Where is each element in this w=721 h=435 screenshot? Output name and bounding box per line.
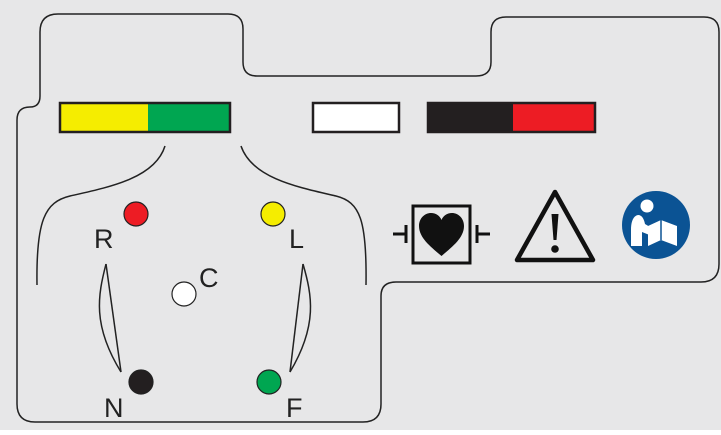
color-bar-red-segment [513,103,595,132]
electrode-n-dot [128,369,154,395]
color-bar-black-red [426,101,597,134]
warning-triangle-icon [514,189,596,263]
torso-left-shoulder [36,145,166,286]
label-outline [16,13,720,423]
electrode-l-label: L [289,224,304,254]
right-arm-line [98,263,122,373]
electrode-c-dot [171,281,197,307]
warning-exclamation-dot [551,245,559,253]
torso-outline [36,145,367,373]
color-bar-yellow-green [58,101,232,134]
electrode-f-label: F [286,393,303,423]
electrode-n-label: N [104,393,124,423]
color-bar-white-segment [311,101,401,134]
left-arm-line [289,263,312,373]
defib-heart [419,213,464,256]
electrode-l-dot [260,201,286,227]
electrode-f-dot [256,369,282,395]
color-bar-white [311,101,401,134]
torso-right-shoulder [240,145,367,286]
warning-triangle-outline [514,189,596,263]
read-manual-body [631,215,655,246]
electrode-c-label: C [199,263,219,293]
color-bar-black-segment [428,103,513,132]
read-manual-head [640,199,654,213]
left-arm-line-inner [289,263,304,373]
right-arm-line-inner [105,263,122,373]
defibrillation-proof-heart-icon [393,204,490,265]
color-bar-black-red-frame [426,101,597,134]
read-manual-icon [622,191,690,259]
electrode-r-dot [123,201,149,227]
warning-exclamation-bar [551,214,559,240]
read-manual-book [648,220,677,246]
defib-box [411,204,472,265]
color-bar-green-segment [148,103,230,132]
electrode-r-label: R [94,224,114,254]
color-bar-yellow-segment [60,103,148,132]
color-bar-yellow-green-frame [58,101,232,134]
